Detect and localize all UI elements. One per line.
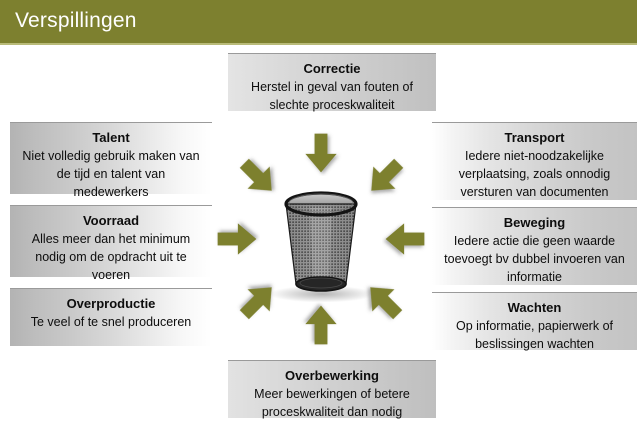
arrow-up-right-icon — [235, 278, 281, 324]
waste-box-wachten: Wachten Op informatie, papierwerk of bes… — [432, 292, 637, 351]
waste-body-wachten: Op informatie, papierwerk of beslissinge… — [455, 319, 613, 352]
arrow-up-icon — [298, 302, 344, 348]
waste-body-beweging: Iedere actie die geen waarde toevoegt bv… — [444, 234, 625, 284]
waste-title-beweging: Beweging — [503, 215, 566, 230]
arrow-up-left-icon — [361, 278, 407, 324]
header-bar: Verspillingen — [0, 0, 637, 45]
waste-body-voorraad: Alles meer dan het minimum nodig om de o… — [31, 232, 191, 282]
waste-body-overproductie: Te veel of te snel produceren — [30, 315, 192, 330]
waste-box-voorraad: Voorraad Alles meer dan het minimum nodi… — [10, 205, 212, 282]
waste-title-talent: Talent — [92, 130, 130, 145]
header-underline — [0, 43, 637, 45]
waste-title-overbewerking: Overbewerking — [285, 368, 379, 383]
wastebasket-icon — [274, 188, 368, 296]
waste-title-voorraad: Voorraad — [82, 213, 140, 228]
waste-box-overproductie: Overproductie Te veel of te snel produce… — [10, 288, 212, 346]
waste-body-transport: Iedere niet-noodzakelijke verplaatsing, … — [458, 149, 611, 199]
waste-title-correctie: Correctie — [303, 61, 361, 76]
waste-body-overbewerking: Meer bewerkingen of betere proceskwalite… — [254, 387, 410, 420]
waste-box-talent: Talent Niet volledig gebruik maken van d… — [10, 122, 212, 199]
waste-title-transport: Transport — [504, 130, 565, 145]
waste-box-beweging: Beweging Iedere actie die geen waarde to… — [432, 207, 637, 285]
waste-body-talent: Niet volledig gebruik maken van de tijd … — [22, 149, 200, 199]
waste-box-correctie: Correctie Herstel in geval van fouten of… — [228, 53, 436, 112]
page-title: Verspillingen — [15, 9, 137, 32]
arrow-right-icon — [214, 216, 260, 262]
waste-box-overbewerking: Overbewerking Meer bewerkingen of betere… — [228, 360, 436, 419]
waste-diagram — [217, 128, 425, 350]
waste-box-transport: Transport Iedere niet-noodzakelijke verp… — [432, 122, 637, 200]
waste-body-correctie: Herstel in geval van fouten of slechte p… — [251, 80, 413, 113]
arrow-down-left-icon — [362, 154, 408, 200]
arrow-down-right-icon — [235, 154, 281, 200]
waste-title-overproductie: Overproductie — [66, 296, 156, 311]
waste-title-wachten: Wachten — [507, 300, 562, 315]
arrow-down-icon — [298, 130, 344, 176]
arrow-left-icon — [382, 216, 428, 262]
